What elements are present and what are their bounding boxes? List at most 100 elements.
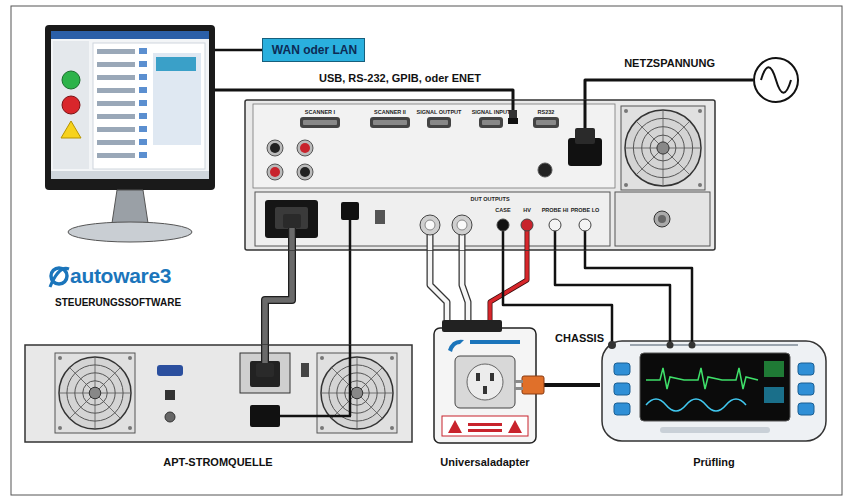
socket-face (467, 364, 503, 400)
output-terminal (521, 219, 533, 231)
fan-strut (70, 368, 121, 419)
jack-ring (267, 164, 283, 180)
list-icon (139, 48, 147, 54)
network-box: WAN oder LAN (262, 38, 365, 62)
rocker-switch (301, 363, 309, 377)
fan-screw (320, 426, 324, 430)
probe-post (689, 342, 696, 349)
output-terminal (579, 219, 591, 231)
ground-knob-core (658, 215, 666, 223)
list-icon (139, 61, 147, 67)
list-icon (139, 152, 147, 158)
cable-stub (349, 218, 352, 250)
panel-label: DUT OUTPUTS (470, 196, 509, 202)
terminal-label: CASE (495, 207, 510, 213)
cable (265, 250, 292, 345)
upper-panel (253, 104, 615, 188)
stop-button (62, 96, 80, 114)
adapter-logo (448, 340, 464, 352)
cable-label: USB, RS-232, GPIB, oder ENET (317, 72, 483, 85)
cable (540, 385, 600, 386)
cable-line (215, 49, 262, 52)
cable (503, 250, 612, 335)
device-button (798, 383, 814, 395)
fan-screw (58, 426, 62, 430)
fan-screw (390, 356, 394, 360)
cable-line (265, 250, 292, 345)
device-caption: APT-STROMQUELLE (163, 456, 272, 469)
warning-text-bar (468, 429, 502, 432)
list-icon (139, 100, 147, 106)
source-body (25, 345, 412, 442)
software-caption: STEUERUNGSSOFTWARE (55, 297, 181, 309)
list-row (97, 88, 135, 93)
fan-strut (636, 121, 690, 175)
network-label: WAN oder LAN (272, 44, 357, 58)
fan-hub (89, 387, 101, 399)
jack (270, 167, 280, 177)
tester-instrument-illustration (245, 100, 715, 250)
side-panel (53, 41, 89, 169)
cable-line (215, 90, 513, 100)
device-button (614, 363, 630, 375)
fan-screw (698, 183, 702, 187)
outlet-plug (283, 214, 301, 228)
cable (430, 250, 447, 320)
fan-screw (58, 356, 62, 360)
cable-line (430, 250, 447, 320)
fan-frame (317, 353, 397, 433)
list-icon (139, 74, 147, 80)
list-icon (139, 113, 147, 119)
tester-instrument: SCANNER ISCANNER IISIGNAL OUTPUTSIGNAL I… (245, 100, 715, 250)
jack-ring (297, 164, 313, 180)
jack (270, 143, 280, 153)
fan-screw (128, 426, 132, 430)
cable (350, 250, 351, 345)
cable-line (585, 250, 692, 335)
device-screen (640, 353, 790, 421)
hv-terminal (420, 215, 440, 235)
device-under-test: Prüfling (600, 335, 828, 445)
sub-d-connector (370, 117, 410, 128)
warning-icon (61, 121, 81, 138)
warning-triangle (508, 420, 522, 433)
cable-stub (288, 228, 296, 250)
device-under-test-illustration (600, 335, 828, 445)
list-row (97, 127, 135, 132)
cable-line (555, 250, 670, 335)
picture-frame (11, 6, 842, 495)
device-seam (630, 344, 798, 346)
usb-port (508, 118, 518, 124)
cable-line (430, 250, 447, 320)
cable-stub (277, 415, 351, 418)
power-inlet (250, 405, 280, 427)
device-caption: Universaladapter (440, 456, 529, 469)
power-source-illustration (25, 345, 412, 442)
cable (215, 90, 513, 100)
mains-label: NETZSPANNUNG (624, 57, 715, 70)
list-row (97, 75, 135, 80)
cable-line (265, 250, 292, 345)
fan-guard (321, 357, 393, 429)
cable (555, 250, 670, 335)
fuse-holder (538, 163, 552, 177)
plug-pin (514, 380, 523, 383)
outlet-face (275, 207, 308, 229)
cable-line (349, 250, 352, 345)
device-caption: Prüfling (693, 456, 735, 469)
warning-strip (442, 416, 528, 436)
chassis-post (608, 341, 616, 349)
panel-label: SCANNER I (305, 109, 335, 115)
fan-strut (70, 368, 121, 419)
control-connector (341, 202, 359, 220)
ecg-trace (646, 368, 758, 389)
fan-guard (59, 357, 131, 429)
device-body (602, 341, 826, 441)
probe-post (667, 342, 674, 349)
instrument-body (245, 100, 715, 250)
list-icon (139, 126, 147, 132)
panel-label: SIGNAL INPUT (472, 109, 511, 115)
interlock-switch (375, 210, 385, 224)
cable-stub (349, 345, 352, 416)
